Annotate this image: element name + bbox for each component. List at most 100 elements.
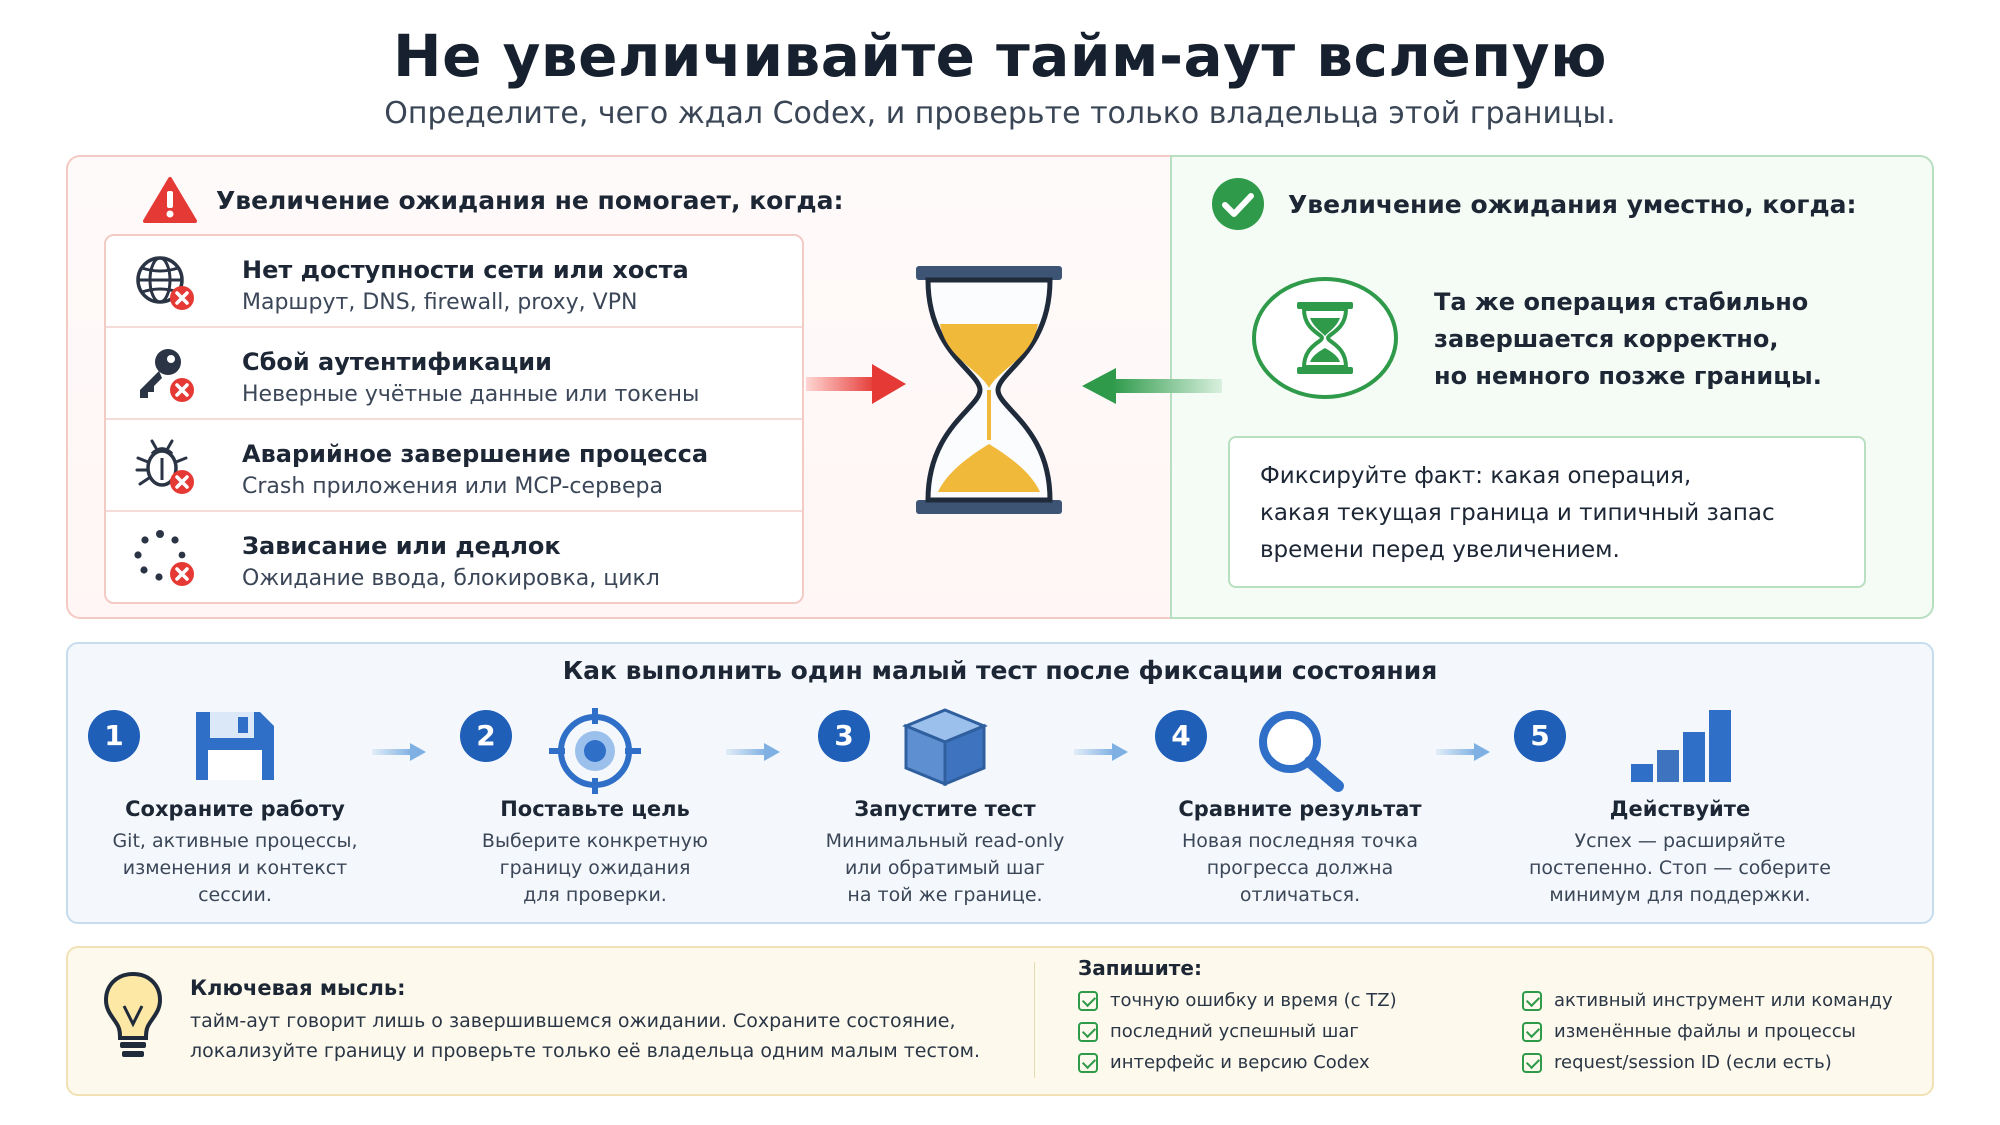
text-line: Новая последняя точка [1181, 830, 1419, 852]
step-number: 5 [1514, 710, 1566, 762]
flow-arrow-icon [1074, 740, 1130, 768]
step-description: Выберите конкретную границу ожидания для п… [425, 828, 765, 909]
text-line: постепенно. Стоп — соберите [1528, 857, 1831, 879]
step-description: Успех — расширяйте постепенно. Стоп — соб… [1510, 828, 1850, 909]
checkbox-checked-icon [1078, 990, 1098, 1011]
red-arrow-icon [806, 364, 906, 404]
key-idea-text: тайм-аут говорит лишь о завершившемся ож… [190, 1006, 1020, 1066]
text-line: или обратимый шаг [844, 857, 1046, 879]
checklist-item-label: активный инструмент или команду [1554, 990, 1893, 1011]
target-icon [545, 706, 645, 800]
step-title: Сравните результат [1178, 797, 1422, 821]
fix-fact-note: Фиксируйте факт: какая операция, какая т… [1228, 436, 1866, 588]
step-title: Действуйте [1609, 797, 1751, 821]
text-line: какая текущая граница и типичный запас [1260, 500, 1775, 526]
text-line: Та же операция стабильно [1434, 288, 1809, 316]
checklist-item-label: интерфейс и версию Codex [1110, 1052, 1370, 1073]
card-subtitle: Неверные учётные данные или токены [242, 382, 700, 407]
green-arrow-icon [1082, 368, 1222, 404]
text-line: Успех — расширяйте [1574, 830, 1786, 852]
spinner-error-icon [134, 530, 194, 586]
step-number: 1 [88, 710, 140, 762]
checkbox-checked-icon [1078, 1021, 1098, 1042]
text-line: отличаться. [1239, 884, 1361, 906]
checklist-item: интерфейс и версию Codex [1078, 1052, 1370, 1073]
bar-chart-icon [1625, 706, 1735, 790]
hourglass-circle-icon [1252, 277, 1398, 399]
text-line: на той же границе. [847, 884, 1043, 906]
steps-panel [66, 642, 1934, 924]
text-line: изменения и контекст [122, 857, 348, 879]
list-item: Зависание или дедлок Ожидание ввода, бло… [106, 512, 802, 602]
list-item: Сбой аутентификации Неверные учётные дан… [106, 328, 802, 420]
checklist-item-label: изменённые файлы и процессы [1554, 1021, 1856, 1042]
good-cases-heading-text: Увеличение ожидания уместно, когда: [1288, 189, 1857, 219]
key-idea-title: Ключевая мысль: [190, 976, 406, 1000]
steps-title: Как выполнить один малый тест после фикс… [562, 656, 1438, 685]
step-description: Минимальный read-only или обратимый шаг на… [775, 828, 1115, 909]
cube-icon [900, 706, 990, 790]
step-description: Новая последняя точка прогресса должна отл… [1130, 828, 1470, 909]
card-title: Аварийное завершение процесса [242, 440, 709, 468]
card-title: Нет доступности сети или хоста [242, 256, 689, 284]
warning-icon [143, 177, 197, 223]
text-line: локализуйте границу и проверьте только е… [190, 1040, 981, 1062]
divider [1034, 962, 1035, 1078]
step-number: 4 [1155, 710, 1207, 762]
key-error-icon [140, 349, 194, 402]
checklist-item: request/session ID (если есть) [1522, 1052, 1832, 1073]
checklist-item: активный инструмент или команду [1522, 990, 1893, 1011]
text-line: минимум для поддержки. [1549, 884, 1811, 906]
step-number: 2 [460, 710, 512, 762]
text-line: но немного позже границы. [1434, 362, 1822, 390]
checkbox-checked-icon [1522, 990, 1542, 1011]
text-line: сессии. [198, 884, 272, 906]
checklist-item-label: request/session ID (если есть) [1554, 1052, 1832, 1073]
text-line: для проверки. [523, 884, 667, 906]
text-line: Минимальный read-only [825, 830, 1065, 852]
globe-error-icon [136, 256, 194, 310]
card-subtitle: Ожидание ввода, блокировка, цикл [242, 566, 660, 591]
text-line: тайм-аут говорит лишь о завершившемся ож… [190, 1010, 956, 1032]
list-item: Нет доступности сети или хоста Маршрут, … [106, 236, 802, 328]
text-line: границу ожидания [499, 857, 691, 879]
list-item: Аварийное завершение процесса Crash прил… [106, 420, 802, 512]
flow-arrow-icon [1436, 740, 1492, 768]
page-subtitle: Определите, чего ждал Codex, и проверьте… [384, 96, 1616, 131]
step-number: 3 [818, 710, 870, 762]
checklist-item-label: точную ошибку и время (с TZ) [1110, 990, 1397, 1011]
key-idea-panel [66, 946, 1934, 1096]
good-case-description: Та же операция стабильно завершается кор… [1434, 284, 1822, 395]
bad-cases-list: Нет доступности сети или хоста Маршрут, … [104, 234, 804, 604]
bug-error-icon [135, 439, 194, 494]
text-line: Выберите конкретную [481, 830, 709, 852]
page-title: Не увеличивайте тайм-аут вслепую [393, 22, 1607, 90]
bad-cases-heading: Увеличение ожидания не помогает, когда: [142, 176, 843, 224]
text-line: Фиксируйте факт: какая операция, [1260, 463, 1692, 489]
magnifier-icon [1252, 706, 1348, 796]
flow-arrow-icon [372, 740, 428, 768]
check-circle-icon [1212, 178, 1264, 230]
text-line: прогресса должна [1206, 857, 1394, 879]
checklist-item: последний успешный шаг [1078, 1021, 1359, 1042]
card-subtitle: Маршрут, DNS, firewall, proxy, VPN [242, 290, 638, 315]
text-line: времени перед увеличением. [1260, 537, 1620, 563]
bad-cases-heading-text: Увеличение ожидания не помогает, когда: [216, 185, 844, 215]
lightbulb-icon [103, 971, 163, 1057]
card-title: Зависание или дедлок [242, 532, 561, 560]
flow-arrow-icon [726, 740, 782, 768]
step-description: Git, активные процессы, изменения и конте… [65, 828, 405, 909]
card-title: Сбой аутентификации [242, 348, 552, 376]
checkbox-checked-icon [1522, 1021, 1542, 1042]
checklist-item: изменённые файлы и процессы [1522, 1021, 1856, 1042]
record-title: Запишите: [1078, 956, 1202, 980]
step-title: Запустите тест [854, 797, 1036, 821]
text-line: Git, активные процессы, [112, 830, 358, 852]
step-title: Поставьте цель [500, 797, 690, 821]
hourglass-icon [916, 266, 1062, 514]
checkbox-checked-icon [1078, 1052, 1098, 1073]
good-cases-heading: Увеличение ожидания уместно, когда: [1210, 176, 1857, 232]
floppy-disk-icon [190, 706, 280, 790]
card-subtitle: Crash приложения или MCP-сервера [242, 474, 663, 499]
checkbox-checked-icon [1522, 1052, 1542, 1073]
